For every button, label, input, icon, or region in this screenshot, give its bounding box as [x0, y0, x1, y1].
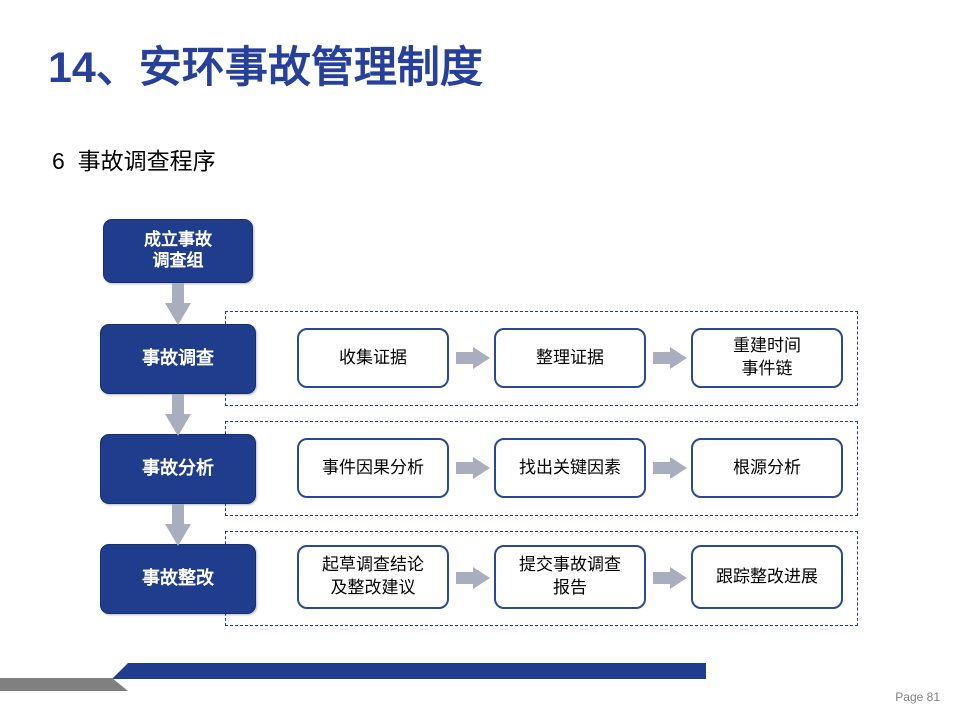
step-box-submit-report[interactable]: 提交事故调查 报告: [494, 545, 646, 609]
arrow-down-icon: [165, 283, 191, 325]
arrow-shaft: [172, 283, 184, 305]
arrow-shaft: [456, 462, 475, 474]
arrow-head: [670, 347, 687, 369]
arrow-head: [165, 303, 191, 325]
arrow-shaft: [456, 352, 475, 364]
step-box-causal-analysis[interactable]: 事件因果分析: [297, 438, 449, 498]
stage-box-establish-team[interactable]: 成立事故 调查组: [103, 219, 253, 283]
arrow-down-icon: [165, 394, 191, 436]
arrow-head: [670, 457, 687, 479]
arrow-right-icon: [456, 567, 490, 589]
page-title: 14、安环事故管理制度: [48, 44, 483, 92]
step-box-track-progress[interactable]: 跟踪整改进展: [691, 545, 843, 609]
arrow-shaft: [172, 504, 184, 526]
arrow-right-icon: [653, 347, 687, 369]
arrow-shaft: [456, 572, 475, 584]
arrow-head: [165, 414, 191, 436]
page-number: Page 81: [895, 690, 940, 704]
step-box-root-cause[interactable]: 根源分析: [691, 438, 843, 498]
step-box-draft-conclusion[interactable]: 起草调查结论 及整改建议: [297, 545, 449, 609]
arrow-down-icon: [165, 504, 191, 546]
footer-gray-bar: [0, 678, 128, 691]
arrow-right-icon: [456, 347, 490, 369]
stage-box-analysis[interactable]: 事故分析: [100, 434, 256, 504]
stage-box-investigation[interactable]: 事故调查: [100, 324, 256, 394]
step-box-collect-evidence[interactable]: 收集证据: [297, 328, 449, 388]
arrow-right-icon: [653, 457, 687, 479]
arrow-right-icon: [456, 457, 490, 479]
section-subtitle: 6 事故调查程序: [52, 148, 216, 174]
arrow-shaft: [653, 462, 672, 474]
step-box-rebuild-timeline[interactable]: 重建时间 事件链: [691, 328, 843, 388]
arrow-shaft: [172, 394, 184, 416]
arrow-head: [473, 457, 490, 479]
arrow-head: [165, 524, 191, 546]
footer-blue-bar: [112, 663, 706, 679]
arrow-shaft: [653, 352, 672, 364]
arrow-head: [670, 567, 687, 589]
arrow-head: [473, 347, 490, 369]
arrow-head: [473, 567, 490, 589]
stage-box-rectification[interactable]: 事故整改: [100, 544, 256, 614]
step-box-key-factors[interactable]: 找出关键因素: [494, 438, 646, 498]
arrow-shaft: [653, 572, 672, 584]
step-box-organize-evidence[interactable]: 整理证据: [494, 328, 646, 388]
arrow-right-icon: [653, 567, 687, 589]
